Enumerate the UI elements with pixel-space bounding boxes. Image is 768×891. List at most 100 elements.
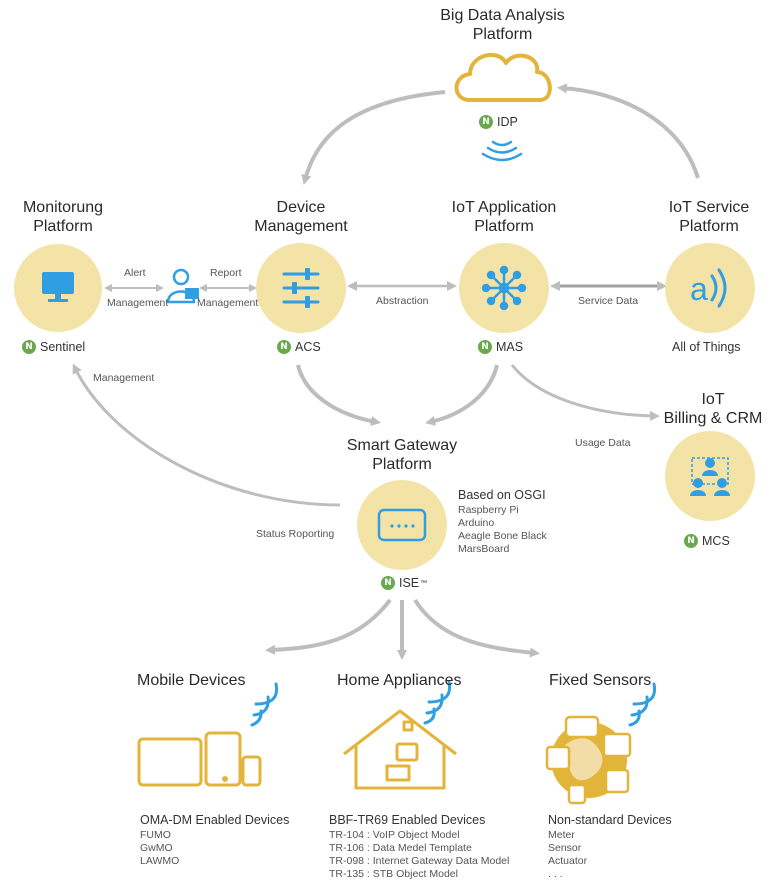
- wifi-icon-home: [423, 680, 452, 725]
- iot-service-title-line1: IoT Service: [668, 199, 750, 216]
- globe-sensors-illustration: [545, 715, 632, 805]
- idp-badge: N IDP: [479, 115, 518, 129]
- iot-app-title-line1: IoT Application: [451, 199, 557, 216]
- n-logo-icon: N: [381, 576, 395, 590]
- network-hub-icon: [481, 265, 527, 311]
- big-data-title: Big Data Analysis Platform: [390, 6, 615, 44]
- gateway-circle: [357, 480, 447, 570]
- big-data-title-line1: Big Data Analysis: [440, 7, 565, 24]
- cloud-icon: [454, 52, 552, 102]
- fixed-sensors-list: Non-standard Devices Meter Sensor Actuat…: [548, 814, 672, 881]
- alert-label: Alert: [124, 267, 146, 279]
- mobile-item: FUMO: [140, 829, 171, 841]
- gateway-title-line1: Smart Gateway: [346, 437, 458, 454]
- iot-service-title: IoT Service Platform: [650, 198, 768, 236]
- mobile-devices-illustration: [137, 731, 262, 787]
- n-logo-icon: N: [478, 340, 492, 354]
- home-item: TR-104 : VoIP Object Model: [329, 829, 460, 841]
- fixed-item: Actuator: [548, 855, 588, 867]
- sliders-icon: [282, 268, 320, 308]
- arrow-status-reporting: [72, 363, 341, 507]
- arrow-device-mgmt-to-gateway: [296, 364, 381, 427]
- sentinel-badge: N Sentinel: [22, 340, 85, 354]
- user-icon: [166, 268, 199, 304]
- all-of-things-logo-icon: a: [690, 268, 727, 308]
- fixed-item: Sensor: [548, 842, 582, 854]
- usage-data-label: Usage Data: [575, 437, 631, 449]
- monitoring-title-line1: Monitorung: [22, 199, 104, 216]
- iot-app-title: IoT Application Platform: [434, 198, 574, 236]
- wifi-signal-icon: [481, 140, 523, 162]
- monitoring-title: Monitorung Platform: [0, 198, 126, 236]
- management-vertical-label: Management: [93, 372, 155, 384]
- mobile-item: LAWMO: [140, 855, 180, 867]
- billing-title-line2: Billing & CRM: [663, 410, 763, 427]
- board-item: Aeagle Bone Black: [458, 530, 547, 542]
- idp-label: IDP: [497, 115, 518, 129]
- monitor-icon: [42, 272, 74, 302]
- billing-title-line1: IoT: [701, 391, 725, 408]
- mcs-label: MCS: [702, 534, 730, 548]
- fixed-item: Meter: [548, 829, 575, 841]
- arrow-usage-data: [510, 364, 660, 421]
- mobile-heading: OMA-DM Enabled Devices: [140, 813, 290, 827]
- wifi-icon-fixed: [628, 682, 657, 727]
- device-mgmt-title-line1: Device: [276, 199, 326, 216]
- report-label: Report: [210, 267, 242, 279]
- home-item: TR-135 : STB Object Model: [329, 868, 458, 880]
- arrow-gateway-to-fixed: [413, 598, 540, 658]
- mcs-badge: N MCS: [684, 534, 730, 548]
- fixed-sensors-title: Fixed Sensors: [549, 672, 652, 689]
- billing-title: IoT Billing & CRM: [658, 390, 768, 428]
- management-left-label: Management: [107, 297, 169, 309]
- house-illustration: [343, 709, 457, 790]
- n-logo-icon: N: [684, 534, 698, 548]
- big-data-title-line2: Platform: [472, 26, 533, 43]
- ise-tm: ™: [420, 579, 428, 587]
- acs-label: ACS: [295, 340, 321, 354]
- iot-service-title-line2: Platform: [679, 218, 739, 235]
- home-item: TR-098 : Internet Gateway Data Model: [329, 855, 510, 867]
- iot-service-circle: [665, 243, 755, 333]
- monitoring-title-line2: Platform: [33, 218, 93, 235]
- gateway-device-icon: [377, 508, 427, 542]
- home-heading: BBF-TR69 Enabled Devices: [329, 813, 486, 827]
- arrow-iot-app-to-gateway: [425, 364, 499, 426]
- svg-text:a: a: [690, 271, 708, 307]
- arrow-big-data-to-device-mgmt: [301, 90, 446, 185]
- osgi-heading: Based on OSGI: [458, 488, 546, 502]
- service-data-label: Service Data: [578, 295, 639, 307]
- device-mgmt-title-line2: Management: [254, 218, 348, 235]
- n-logo-icon: N: [22, 340, 36, 354]
- all-of-things-caption: All of Things: [672, 340, 741, 354]
- board-item: Raspberry Pi: [458, 504, 519, 516]
- board-item: Arduino: [458, 517, 495, 529]
- gateway-title: Smart Gateway Platform: [332, 436, 472, 474]
- osgi-board-list: Based on OSGI Raspberry Pi Arduino Aeagl…: [458, 489, 547, 556]
- fixed-heading: Non-standard Devices: [548, 813, 672, 827]
- team-icon: [690, 457, 730, 496]
- home-appliances-title: Home Appliances: [337, 672, 462, 689]
- iot-app-title-line2: Platform: [474, 218, 534, 235]
- home-appliances-list: BBF-TR69 Enabled Devices TR-104 : VoIP O…: [329, 814, 509, 881]
- gateway-title-line2: Platform: [372, 456, 432, 473]
- fixed-item: . . .: [548, 868, 563, 880]
- mobile-item: GwMO: [140, 842, 173, 854]
- board-item: MarsBoard: [458, 543, 510, 555]
- acs-badge: N ACS: [277, 340, 321, 354]
- home-item: TR-106 : Data Medel Template: [329, 842, 472, 854]
- mas-label: MAS: [496, 340, 524, 354]
- wifi-icon-mobile: [250, 682, 279, 727]
- ise-label: ISE: [399, 576, 420, 590]
- mas-badge: N MAS: [478, 340, 523, 354]
- n-logo-icon: N: [479, 115, 493, 129]
- mobile-devices-title: Mobile Devices: [137, 672, 246, 689]
- arrow-gateway-to-mobile: [265, 598, 392, 655]
- device-mgmt-title: Device Management: [241, 198, 361, 236]
- status-reporting-label: Status Roporting: [256, 528, 335, 540]
- sentinel-label: Sentinel: [40, 340, 86, 354]
- abstraction-label: Abstraction: [376, 295, 429, 307]
- mobile-devices-list: OMA-DM Enabled Devices FUMO GwMO LAWMO: [140, 814, 289, 868]
